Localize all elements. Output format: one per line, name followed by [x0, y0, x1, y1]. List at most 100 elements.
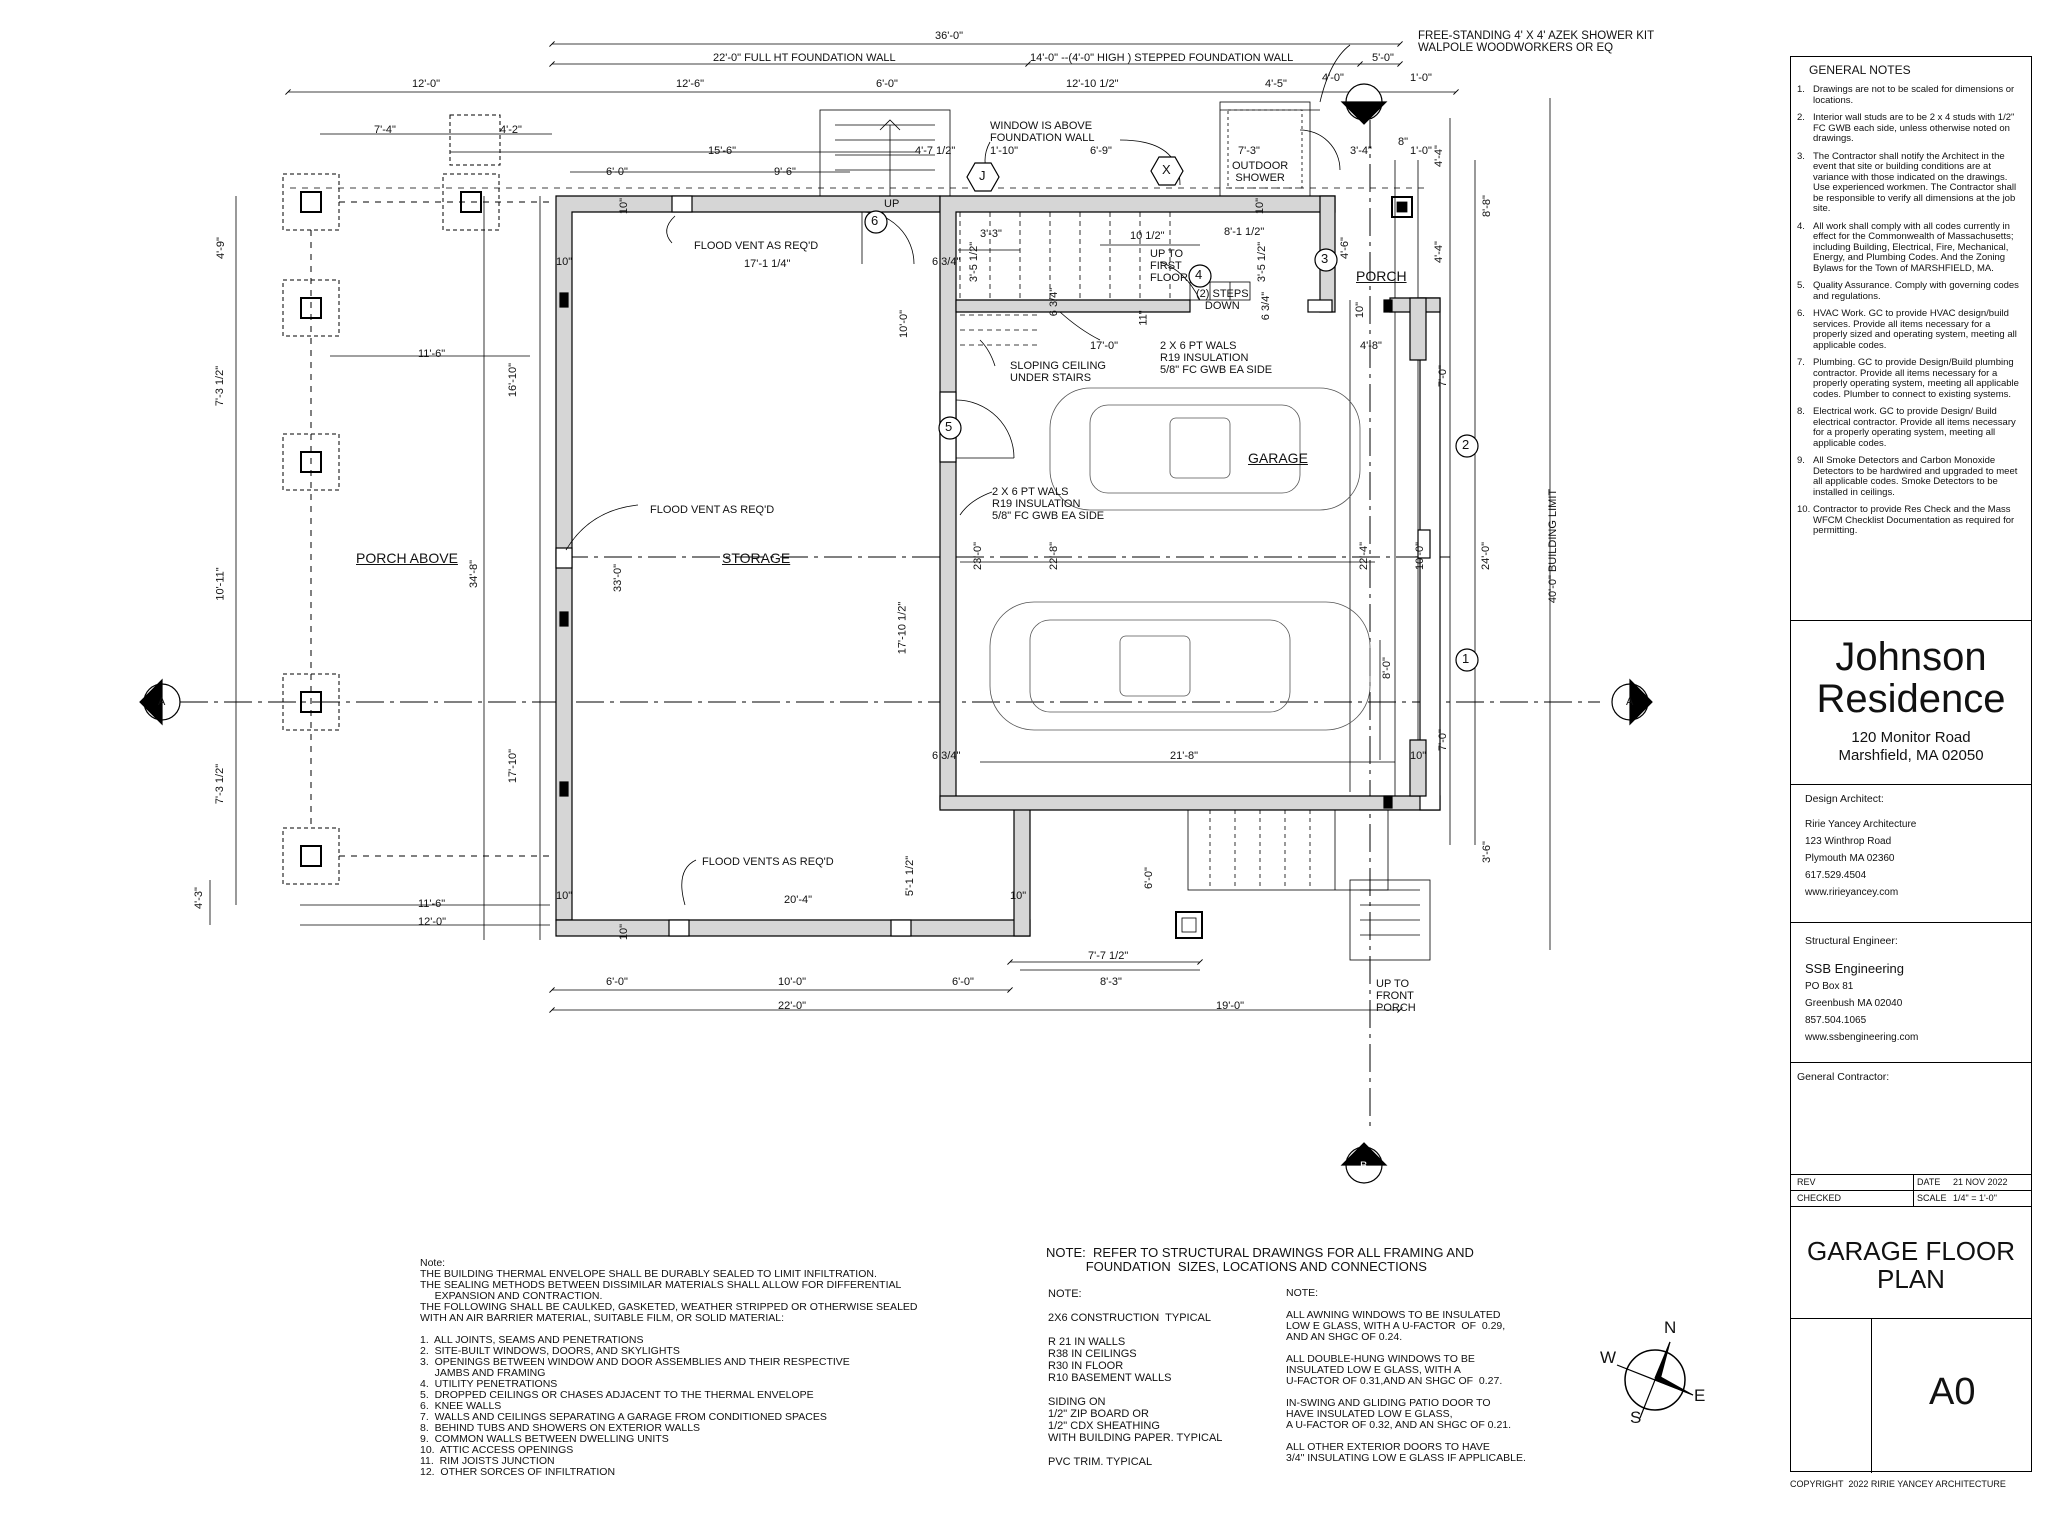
structural-note: NOTE: REFER TO STRUCTURAL DRAWINGS FOR A… — [1046, 1245, 1474, 1274]
dim-3-4: 3'-4" — [1350, 145, 1372, 157]
tag-x: X — [1162, 162, 1171, 177]
garage-walls — [939, 195, 1441, 811]
section-b-top: B — [1360, 92, 1368, 104]
general-note-number: 4. — [1797, 220, 1805, 232]
tag-2: 2 — [1462, 437, 1470, 452]
copyright: COPYRIGHT 2022 RIRIE YANCEY ARCHITECTURE — [1790, 1479, 2006, 1489]
general-note-number: 9. — [1797, 455, 1805, 466]
general-note-item: 3.The Contractor shall notify the Archit… — [1797, 151, 2025, 215]
general-notes-section: GENERAL NOTES 1.Drawings are not to be s… — [1791, 57, 2031, 621]
label-wall-spec-1: 2 X 6 PT WALS R19 INSULATION 5/8" FC GWB… — [1160, 340, 1273, 376]
dim-left-17-10: 17'-10" — [507, 748, 520, 784]
project-address-1: 120 Monitor Road — [1851, 729, 1971, 746]
dim-stepped-wall: 14'-0" --(4'-0" HIGH ) STEPPED FOUNDATIO… — [1030, 52, 1294, 64]
dim-garage-21-8: 21'-8" — [1170, 750, 1199, 762]
section-cut-lines — [180, 120, 1600, 1130]
scale-value: 1/4" = 1'-0" — [1953, 1193, 1997, 1203]
dim-right-8-8: 8'-8" — [1480, 195, 1493, 217]
general-note-number: 10. — [1797, 504, 1811, 515]
dim-garage-22-4: 22'-4" — [1358, 541, 1371, 571]
general-note-item: 4.All work shall comply with all codes c… — [1797, 220, 2025, 275]
dim-stair-8-1: 8'-1 1/2" — [1224, 226, 1265, 238]
general-note-item: 7.Plumbing. GC to provide Design/Build p… — [1797, 357, 2025, 400]
dim-right-3-6: 3'-6" — [1480, 841, 1493, 863]
label-steps-down: (2) STEPS DOWN — [1196, 288, 1249, 312]
general-note-item: 10.Contractor to provide Res Check and t… — [1797, 504, 2025, 537]
dim-stair-10-12: 10 1/2" — [1130, 230, 1165, 242]
dim-ten-c: 10" — [556, 890, 573, 902]
general-note-text: Drawings are not to be scaled for dimens… — [1813, 84, 2015, 106]
general-notes-list: 1.Drawings are not to be scaled for dime… — [1797, 84, 2025, 544]
dim-1-0b: 1'-0" — [1410, 145, 1432, 157]
label-flood-vent-1: FLOOD VENT AS REQ'D — [694, 240, 819, 252]
dim-right-4-4b: 4'-4" — [1432, 241, 1445, 263]
dim-1-0-top: 1'-0" — [1410, 72, 1432, 84]
general-note-text: All Smoke Detectors and Carbon Monoxide … — [1813, 455, 2018, 498]
dim-storage-17-10: 17'-10 1/2" — [896, 601, 909, 655]
stairs — [819, 101, 1431, 961]
dim-4-5: 4'-5" — [1265, 78, 1287, 90]
architect-name: Ririe Yancey Architecture — [1805, 819, 1917, 830]
project-name-line-1: Johnson — [1835, 635, 1987, 679]
dim-garage-8-0: 8'-0" — [1380, 657, 1393, 679]
dim-6-34c: 6 3/4" — [1260, 291, 1273, 321]
dim-ten-e: 10" — [1010, 890, 1027, 902]
engineer-address-1: PO Box 81 — [1805, 981, 1854, 992]
dim-storage-5-1: 5'-1 1/2" — [904, 855, 917, 897]
dim-left-12-0: 12'-0" — [418, 916, 447, 928]
construction-note: NOTE: 2X6 CONSTRUCTION TYPICAL R 21 IN W… — [1048, 1288, 1223, 1468]
dim-4-2: 4'-2" — [500, 124, 522, 136]
dim-left-4-3: 4'-3" — [192, 887, 205, 909]
scale-label: SCALE — [1917, 1193, 1947, 1203]
dim-garage-22-8: 22'-8" — [1048, 541, 1061, 571]
checked-label: CHECKED — [1797, 1193, 1842, 1203]
dim-left-11-6a: 11'-6" — [418, 348, 446, 360]
general-note-number: 6. — [1797, 308, 1805, 319]
sheet-title-line-1: GARAGE FLOOR — [1806, 1236, 2016, 1266]
dim-9-6: 9'-6" — [774, 166, 796, 178]
rev-date-row: REV DATE 21 NOV 2022 — [1791, 1175, 2031, 1191]
label-garage: GARAGE — [1248, 450, 1308, 466]
dim-ten-b: 10" — [556, 256, 573, 268]
sheet-title-section: GARAGE FLOOR PLAN — [1791, 1207, 2031, 1319]
dim-8: 8" — [1398, 136, 1409, 148]
dim-left-7-3b: 7'-3 1/2" — [214, 763, 227, 805]
dim-7-3: 7'-3" — [1238, 145, 1260, 157]
tag-circles — [864, 156, 1479, 672]
label-storage: STORAGE — [722, 550, 791, 566]
dim-7-4: 7'-4" — [374, 124, 396, 136]
compass-e: E — [1694, 1386, 1706, 1405]
dim-left-33-0: 33'-0" — [612, 563, 625, 593]
dim-4-7: 4'-7 1/2" — [915, 145, 956, 157]
label-window-above: WINDOW IS ABOVE FOUNDATION WALL — [990, 120, 1095, 144]
dim-stair-4-6: 4'-6" — [1338, 237, 1351, 259]
architect-address-1: 123 Winthrop Road — [1805, 836, 1892, 847]
date-value: 21 NOV 2022 — [1953, 1177, 2008, 1187]
project-section: Johnson Residence 120 Monitor Road Marsh… — [1791, 621, 2031, 785]
section-a-left: A — [158, 696, 166, 708]
door-swings — [861, 129, 1341, 459]
general-notes-title: GENERAL NOTES — [1809, 63, 1911, 77]
dim-stair-3-3: 3'-3" — [980, 228, 1002, 240]
dim-storage-20-4: 20'-4" — [784, 894, 813, 906]
dim-12-6: 12'-6" — [676, 78, 705, 90]
dim-bottom-19-0: 19'-0" — [1216, 1000, 1245, 1012]
dim-5-0: 5'-0" — [1372, 52, 1394, 64]
dim-stair-11: 11" — [1137, 310, 1150, 326]
dim-full-ht-wall: 22'-0" FULL HT FOUNDATION WALL — [713, 52, 896, 64]
north-arrow — [1616, 1341, 1694, 1419]
dim-right-7-0b: 7'-0" — [1436, 729, 1449, 751]
dim-ten-d: 10" — [618, 923, 631, 941]
project-name-line-2: Residence — [1816, 677, 2006, 721]
label-flood-vent-2: FLOOD VENT AS REQ'D — [650, 504, 775, 516]
general-note-item: 1.Drawings are not to be scaled for dime… — [1797, 84, 2025, 106]
project-address-2: Marshfield, MA 02050 — [1838, 747, 1984, 764]
label-flood-vents-3: FLOOD VENTS AS REQ'D — [702, 856, 834, 868]
dim-bottom-7-7: 7'-7 1/2" — [1088, 950, 1129, 962]
dim-ten-h: 10" — [1410, 750, 1427, 762]
title-block: GENERAL NOTES 1.Drawings are not to be s… — [1790, 56, 2032, 1473]
label-porch-above: PORCH ABOVE — [356, 550, 458, 566]
general-note-text: Contractor to provide Res Check and the … — [1813, 504, 2015, 536]
label-wall-spec-2: 2 X 6 PT WALS R19 INSULATION 5/8" FC GWB… — [992, 486, 1105, 522]
structural-engineer-label: Structural Engineer: — [1805, 935, 1898, 947]
